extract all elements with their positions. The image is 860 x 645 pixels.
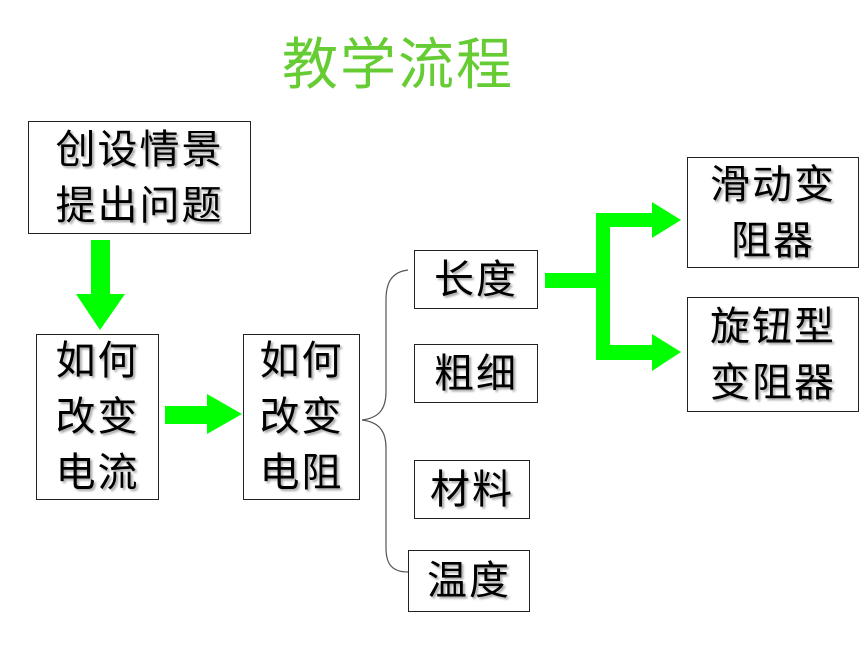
factor-brace xyxy=(361,269,409,573)
arrow-right xyxy=(165,394,242,434)
node-slide-rheostat: 滑动变 阻器 xyxy=(687,157,859,268)
node-rotary-rheostat: 旋钮型 变阻器 xyxy=(687,297,859,412)
branch-arrows xyxy=(545,202,681,371)
node-thickness: 粗细 xyxy=(414,344,538,403)
node-rotary-rheostat-label: 旋钮型 变阻器 xyxy=(710,303,836,406)
node-length: 长度 xyxy=(414,250,538,309)
node-change-resistance: 如何 改变 电阻 xyxy=(243,334,360,500)
node-change-resistance-label: 如何 改变 电阻 xyxy=(259,338,344,496)
node-material: 材料 xyxy=(414,460,530,519)
node-thickness-label: 粗细 xyxy=(434,350,518,397)
arrow-down xyxy=(76,240,125,330)
node-length-label: 长度 xyxy=(434,256,518,303)
node-material-label: 材料 xyxy=(430,466,514,513)
node-change-current: 如何 改变 电流 xyxy=(36,334,159,500)
page-title: 教学流程 xyxy=(282,33,514,98)
node-create-scenario: 创设情景 提出问题 xyxy=(28,121,251,234)
node-change-current-label: 如何 改变 电流 xyxy=(55,338,140,496)
node-create-scenario-label: 创设情景 提出问题 xyxy=(55,126,224,229)
node-temperature-label: 温度 xyxy=(427,558,511,604)
node-slide-rheostat-label: 滑动变 阻器 xyxy=(710,161,836,264)
node-temperature: 温度 xyxy=(408,550,530,612)
